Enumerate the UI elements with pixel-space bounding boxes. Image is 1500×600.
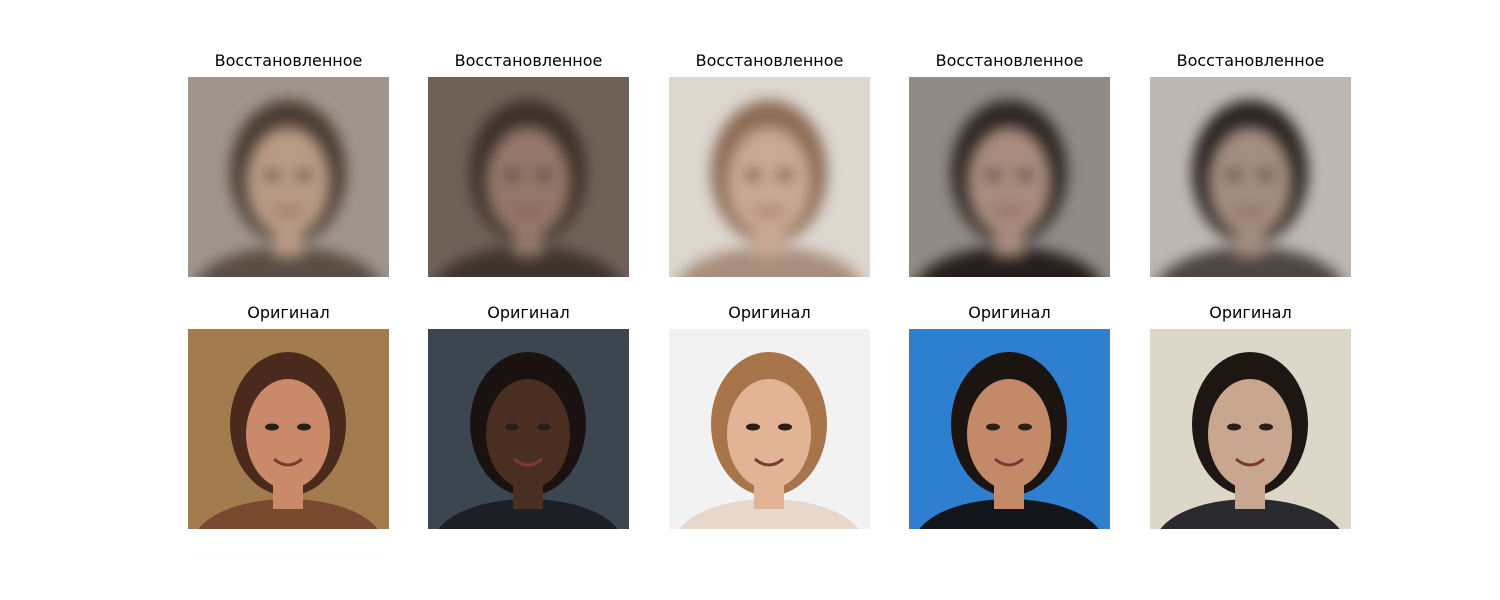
face: [246, 127, 330, 237]
face: [727, 127, 811, 237]
eye: [265, 423, 279, 431]
face: [486, 127, 570, 237]
panel-title: Восстановленное: [454, 51, 603, 70]
shoulders: [438, 499, 618, 529]
panel-title: Оригинал: [728, 303, 811, 322]
eye: [746, 423, 760, 431]
eye: [537, 171, 551, 179]
face-picture: [909, 77, 1110, 277]
eye: [1018, 423, 1032, 431]
face-picture: [188, 329, 389, 529]
eye: [297, 423, 311, 431]
reconstructed-face-4: [909, 77, 1110, 277]
panel-title: Восстановленное: [695, 51, 844, 70]
original-face-1: [188, 329, 389, 529]
eye: [1018, 171, 1032, 179]
panel-title: Оригинал: [968, 303, 1051, 322]
eye: [1227, 423, 1241, 431]
original-face-3: [669, 329, 870, 529]
panel-title: Восстановленное: [1176, 51, 1325, 70]
reconstructed-face-2: [428, 77, 629, 277]
face: [246, 379, 330, 489]
face-picture: [1150, 329, 1351, 529]
shoulders: [1160, 499, 1340, 529]
shoulders: [198, 247, 378, 277]
mouth: [513, 457, 543, 467]
eye: [746, 171, 760, 179]
eye: [986, 171, 1000, 179]
face: [1208, 379, 1292, 489]
face: [967, 127, 1051, 237]
eye: [505, 171, 519, 179]
mouth: [1235, 457, 1265, 467]
mouth: [1235, 205, 1265, 215]
face: [486, 379, 570, 489]
eye: [537, 423, 551, 431]
shoulders: [198, 499, 378, 529]
shoulders: [679, 499, 859, 529]
original-face-2: [428, 329, 629, 529]
reconstructed-face-1: [188, 77, 389, 277]
mouth: [754, 205, 784, 215]
face-picture: [428, 77, 629, 277]
original-face-5: [1150, 329, 1351, 529]
mouth: [994, 205, 1024, 215]
face-picture: [428, 329, 629, 529]
panel-title: Оригинал: [487, 303, 570, 322]
face-picture: [1150, 77, 1351, 277]
mouth: [273, 457, 303, 467]
face-picture: [188, 77, 389, 277]
face: [967, 379, 1051, 489]
eye: [986, 423, 1000, 431]
face: [727, 379, 811, 489]
eye: [1227, 171, 1241, 179]
shoulders: [438, 247, 618, 277]
eye: [1259, 423, 1273, 431]
face: [1208, 127, 1292, 237]
mouth: [273, 205, 303, 215]
reconstructed-face-5: [1150, 77, 1351, 277]
eye: [1259, 171, 1273, 179]
shoulders: [919, 499, 1099, 529]
shoulders: [1160, 247, 1340, 277]
original-face-4: [909, 329, 1110, 529]
eye: [297, 171, 311, 179]
face-picture: [909, 329, 1110, 529]
face-picture: [669, 329, 870, 529]
eye: [265, 171, 279, 179]
panel-title: Оригинал: [1209, 303, 1292, 322]
eye: [778, 171, 792, 179]
mouth: [754, 457, 784, 467]
panel-title: Восстановленное: [214, 51, 363, 70]
face-picture: [669, 77, 870, 277]
eye: [505, 423, 519, 431]
mouth: [994, 457, 1024, 467]
mouth: [513, 205, 543, 215]
shoulders: [679, 247, 859, 277]
panel-title: Оригинал: [247, 303, 330, 322]
eye: [778, 423, 792, 431]
reconstructed-face-3: [669, 77, 870, 277]
shoulders: [919, 247, 1099, 277]
panel-title: Восстановленное: [935, 51, 1084, 70]
